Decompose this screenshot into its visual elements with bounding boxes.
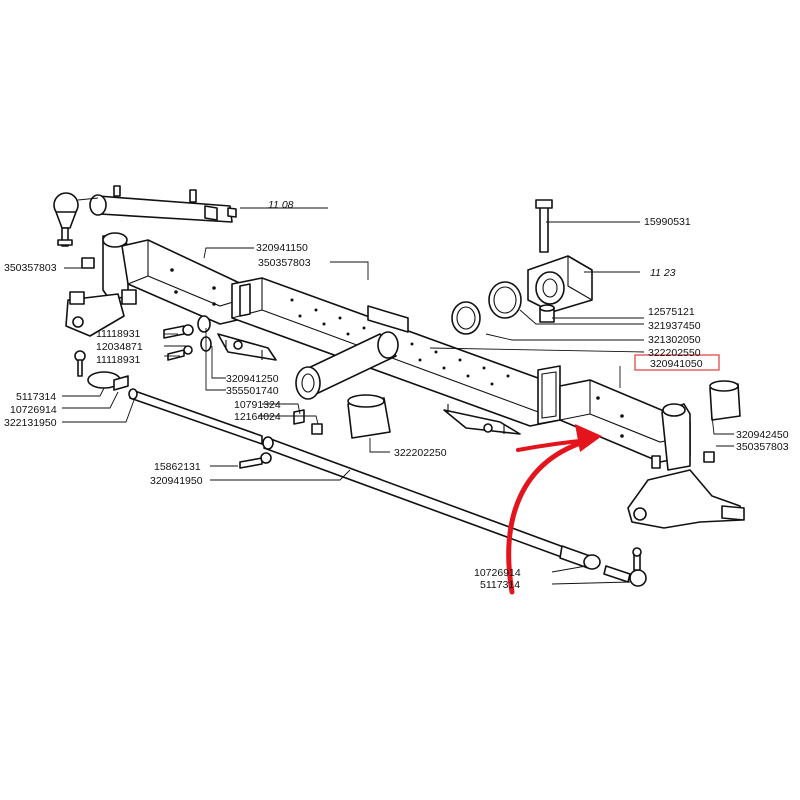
label-322202250: 322202250 [394, 447, 447, 459]
label-11118931-b: 11118931 [96, 354, 141, 366]
label-10726914-left: 10726914 [10, 404, 57, 416]
label-322202550: 322202550 [648, 347, 701, 359]
pivot-tube [295, 331, 399, 400]
steering-cylinder [53, 185, 237, 247]
right-axle-beam [559, 379, 691, 471]
label-ref-1108: 11 08 [268, 199, 294, 211]
label-320941150: 320941150 [256, 242, 308, 254]
leader-lines [62, 207, 734, 585]
label-320941050: 320941050 [650, 358, 703, 370]
label-321302050: 321302050 [648, 334, 701, 346]
left-tie-rod-end [74, 350, 129, 391]
left-axle-beam [121, 239, 247, 325]
label-320941250: 320941250 [226, 373, 279, 385]
bushing-322202250 [347, 394, 391, 439]
label-10726914-right: 10726914 [474, 567, 521, 579]
left-bracket [217, 333, 277, 361]
red-arrow [506, 424, 602, 595]
label-ref-1123: 11 23 [650, 267, 676, 279]
right-spindle [627, 451, 745, 529]
label-320941950: 320941950 [150, 475, 203, 487]
highlight-box [634, 354, 720, 371]
label-350357803-top: 350357803 [258, 257, 311, 269]
left-hardware [163, 315, 323, 469]
label-15990531: 15990531 [644, 216, 691, 228]
label-355501740: 355501740 [226, 385, 279, 397]
left-axle-end [65, 232, 137, 337]
right-tie-rod-end [583, 547, 647, 587]
label-350357803-right: 350357803 [736, 441, 789, 453]
bushing-320942450 [709, 380, 741, 421]
label-15862131: 15862131 [154, 461, 201, 473]
right-bracket [443, 404, 521, 435]
pivot-yoke [527, 199, 593, 323]
part-labels: 11 08 15990531 320941150 350357803 35035… [4, 199, 789, 591]
label-5117314-left: 5117314 [16, 391, 56, 403]
seal-ring-321302050 [451, 301, 481, 335]
label-12575121: 12575121 [648, 306, 695, 318]
label-12034871: 12034871 [96, 341, 143, 353]
label-350357803-left: 350357803 [4, 262, 57, 274]
label-320942450: 320942450 [736, 429, 789, 441]
label-322131950: 322131950 [4, 417, 57, 429]
seal-ring-321937450 [488, 281, 522, 319]
label-11118931-a: 11118931 [96, 328, 141, 340]
label-10791324: 10791324 [234, 399, 281, 411]
label-5117314-right: 5117314 [480, 579, 520, 591]
label-321937450: 321937450 [648, 320, 701, 332]
tie-rod-322131950 [128, 388, 263, 445]
label-12164024: 12164024 [234, 411, 281, 423]
